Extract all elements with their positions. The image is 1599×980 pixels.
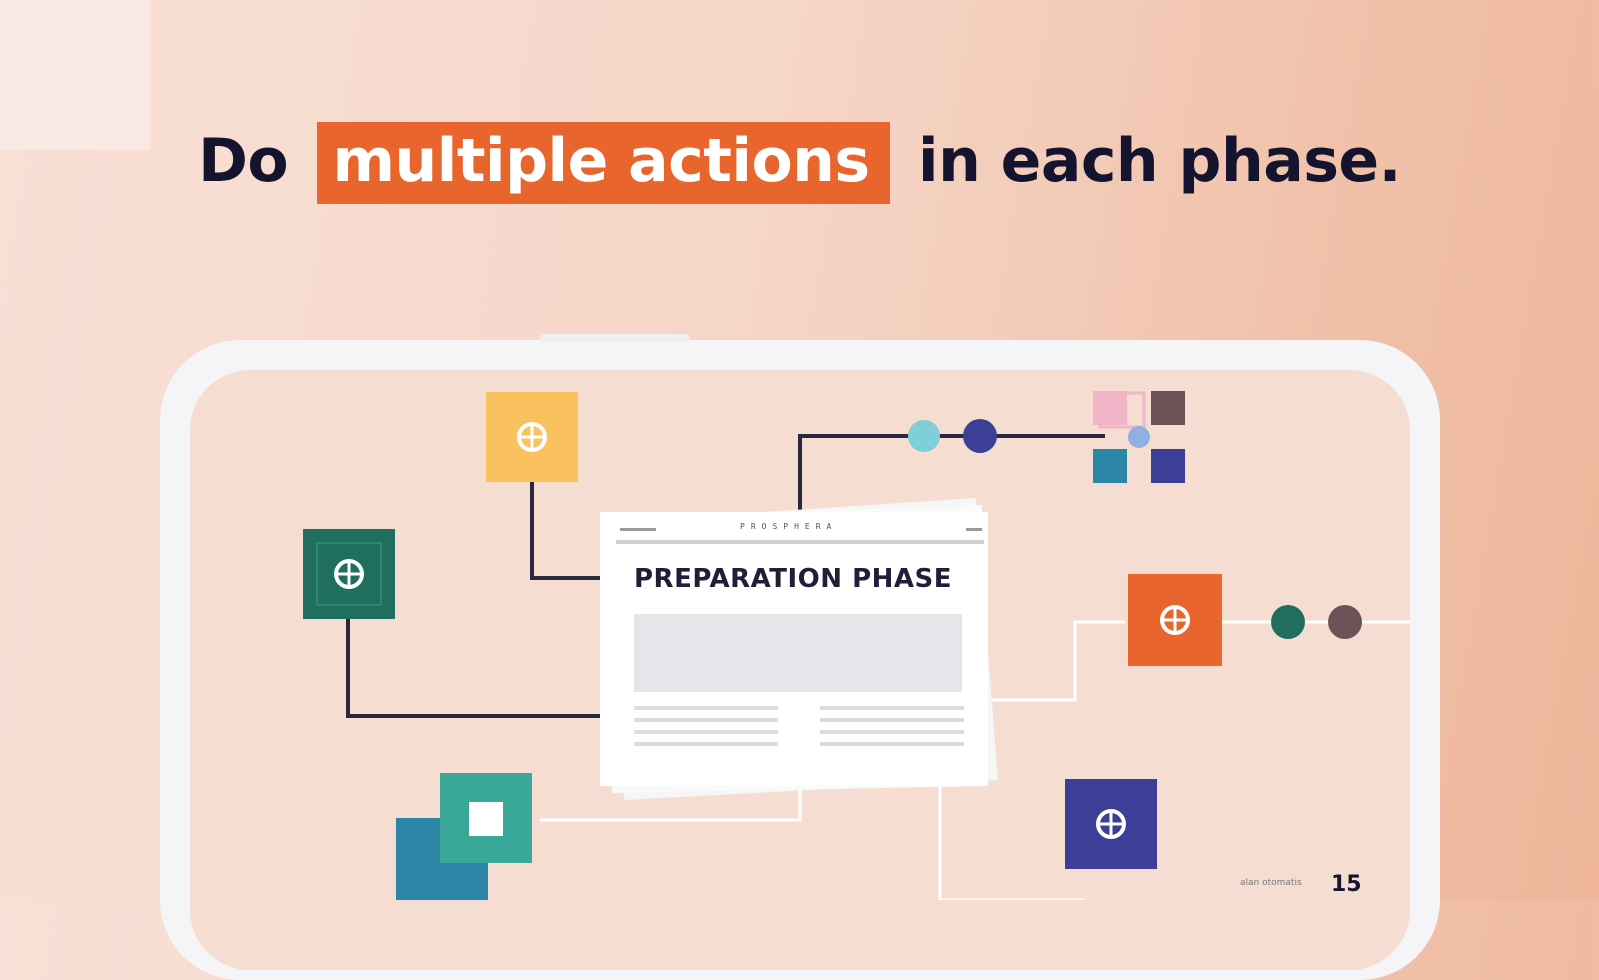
page-note: alan otomatis — [1240, 878, 1302, 888]
orange-node[interactable] — [1128, 574, 1222, 666]
diagram — [303, 391, 1410, 900]
grid-node[interactable] — [1093, 391, 1185, 483]
thin-connectors — [540, 620, 1410, 900]
indigo-dot — [963, 419, 997, 453]
card-title: PREPARATION PHASE — [634, 564, 952, 594]
page-number: 15 — [1331, 872, 1362, 897]
indigo-node[interactable] — [1065, 779, 1157, 869]
brown-dot — [1328, 605, 1362, 639]
dark-connectors — [346, 434, 1105, 718]
compass-icon — [334, 559, 364, 589]
stacked-node[interactable] — [396, 773, 532, 900]
headline-after: in each phase. — [918, 126, 1401, 196]
corner-fade — [0, 0, 150, 150]
compass-icon — [517, 422, 547, 452]
light-blue-dot — [908, 420, 940, 452]
headline-highlight: multiple actions — [316, 122, 890, 204]
headline-before: Do — [198, 126, 289, 196]
phone-notch — [540, 334, 690, 342]
green-node[interactable] — [303, 529, 395, 619]
compass-icon — [1160, 605, 1190, 635]
green-dot — [1271, 605, 1305, 639]
yellow-node[interactable] — [486, 392, 578, 482]
phase-card[interactable] — [600, 498, 998, 800]
headline: Do multiple actions in each phase. — [0, 122, 1599, 204]
card-header: PROSPHERA — [740, 522, 838, 531]
compass-icon — [1096, 809, 1126, 839]
